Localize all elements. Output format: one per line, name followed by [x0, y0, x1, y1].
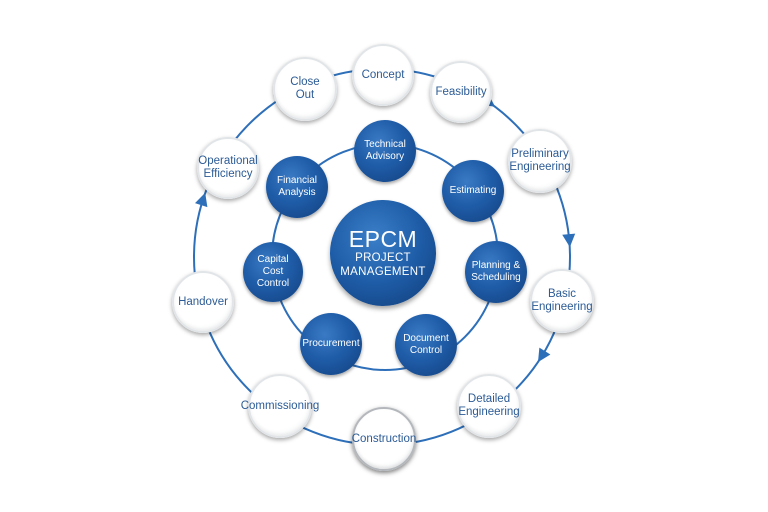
service-node-procurement: Procurement — [300, 313, 362, 375]
service-node-label: Estimating — [449, 185, 497, 196]
cycle-node-handover: Handover — [172, 271, 234, 333]
service-node-capital-cost-control: Capital Cost Control — [243, 242, 303, 302]
cycle-node-label: Commissioning — [240, 399, 320, 412]
center-hub: EPCM PROJECT MANAGEMENT — [330, 200, 436, 306]
cycle-node-label: Close Out — [290, 76, 320, 101]
center-title: EPCM — [348, 226, 418, 252]
cycle-node-commissioning: Commissioning — [241, 374, 319, 438]
service-node-label: Planning & Scheduling — [471, 260, 521, 283]
cycle-node-preliminary-engineering: Preliminary Engineering — [508, 129, 572, 193]
cycle-node-label: Handover — [178, 295, 228, 308]
cycle-node-basic-engineering: Basic Engineering — [530, 269, 594, 333]
cycle-arrow-icon — [195, 192, 208, 208]
center-subtitle-line2: MANAGEMENT — [340, 266, 426, 278]
cycle-node-operational-efficiency: Operational Efficiency — [197, 137, 259, 199]
service-node-label: Capital Cost Control — [256, 254, 290, 289]
service-node-label: Financial Analysis — [276, 175, 318, 198]
service-node-document-control: Document Control — [395, 314, 457, 376]
cycle-arrow-icon — [562, 233, 576, 248]
cycle-node-label: Detailed Engineering — [458, 393, 520, 418]
cycle-node-close-out: Close Out — [273, 57, 337, 121]
cycle-node-label: Preliminary Engineering — [509, 148, 571, 173]
service-node-technical-advisory: Technical Advisory — [354, 120, 416, 182]
service-node-label: Technical Advisory — [364, 139, 406, 162]
cycle-node-label: Operational Efficiency — [198, 155, 258, 180]
cycle-node-label: Feasibility — [435, 85, 487, 98]
service-node-label: Document Control — [403, 333, 449, 356]
cycle-node-label: Basic Engineering — [531, 288, 593, 313]
cycle-node-label: Construction — [351, 432, 417, 445]
cycle-node-feasibility: Feasibility — [430, 61, 492, 123]
cycle-node-concept: Concept — [352, 44, 414, 106]
cycle-node-construction: Construction — [352, 407, 416, 471]
service-node-estimating: Estimating — [442, 160, 504, 222]
cycle-arrow-icon — [537, 347, 551, 363]
service-node-label: Procurement — [302, 338, 360, 349]
cycle-node-detailed-engineering: Detailed Engineering — [457, 374, 521, 438]
cycle-node-label: Concept — [361, 68, 405, 81]
service-node-financial-analysis: Financial Analysis — [266, 156, 328, 218]
center-subtitle-line1: PROJECT — [355, 252, 411, 264]
service-node-planning-scheduling: Planning & Scheduling — [465, 241, 527, 303]
